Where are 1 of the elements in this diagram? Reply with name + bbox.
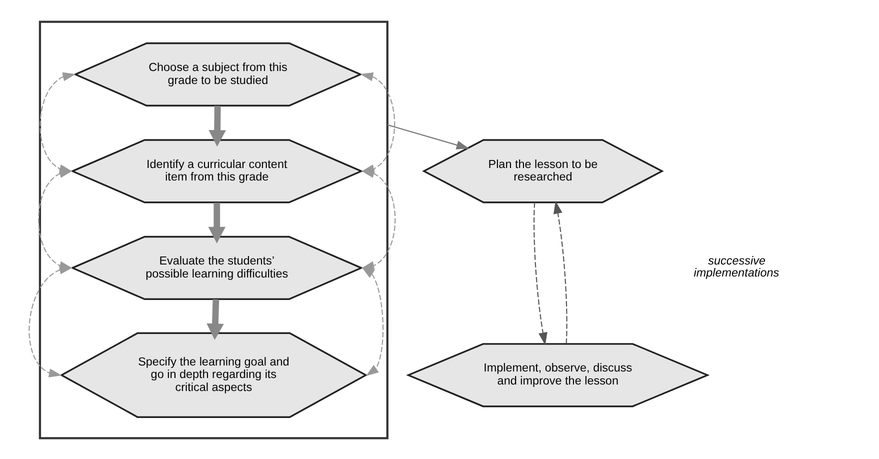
label: successive implementations bbox=[693, 254, 779, 279]
